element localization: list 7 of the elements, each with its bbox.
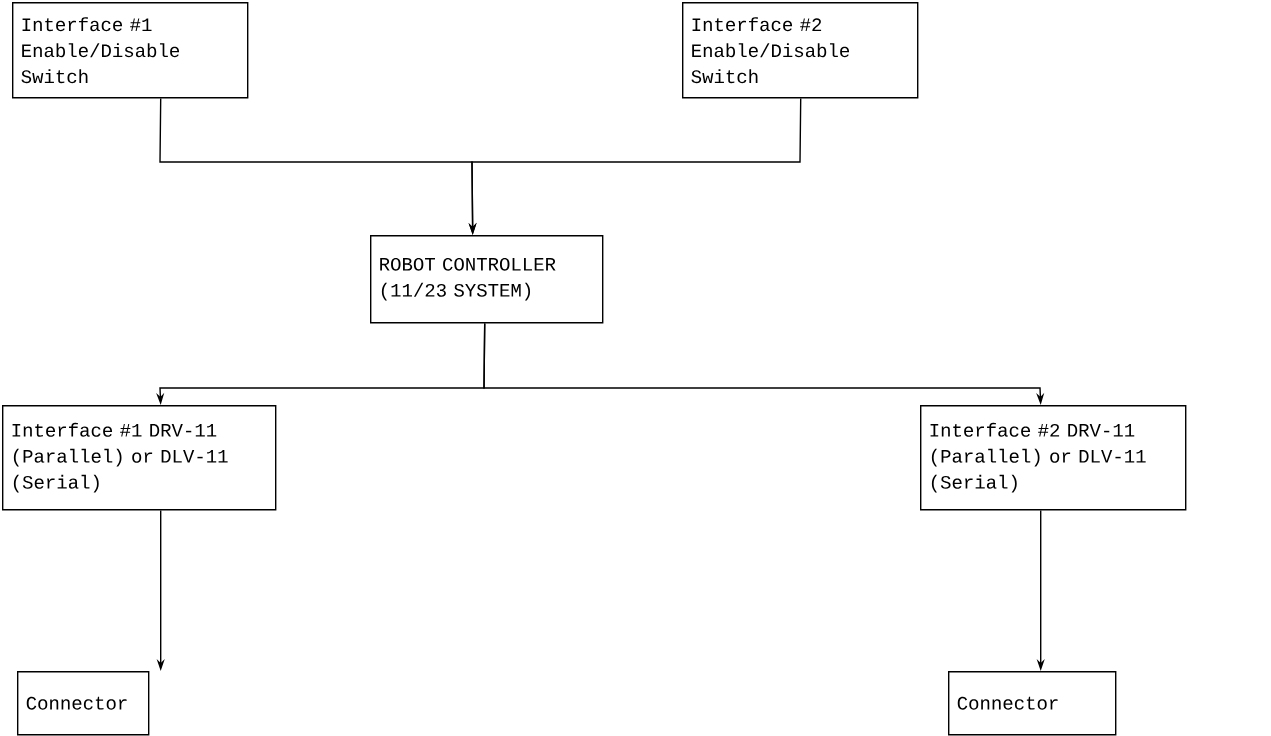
interface-box: Interface #1 DRV-11 (Parallel) or DLV-11 (Serial)	[2, 405, 277, 511]
controller-box: ROBOT CONTROLLER (11/23 SYSTEM)	[370, 235, 604, 324]
connector-box: Connector	[17, 671, 150, 736]
connector-box: Connector	[948, 671, 1117, 736]
interface-box: Interface #2 DRV-11 (Parallel) or DLV-11 (Serial)	[920, 405, 1187, 511]
interface-box: Interface #2 Enable/Disable Switch	[682, 2, 919, 99]
interface-box: Interface #1 Enable/Disable Switch	[12, 2, 249, 99]
